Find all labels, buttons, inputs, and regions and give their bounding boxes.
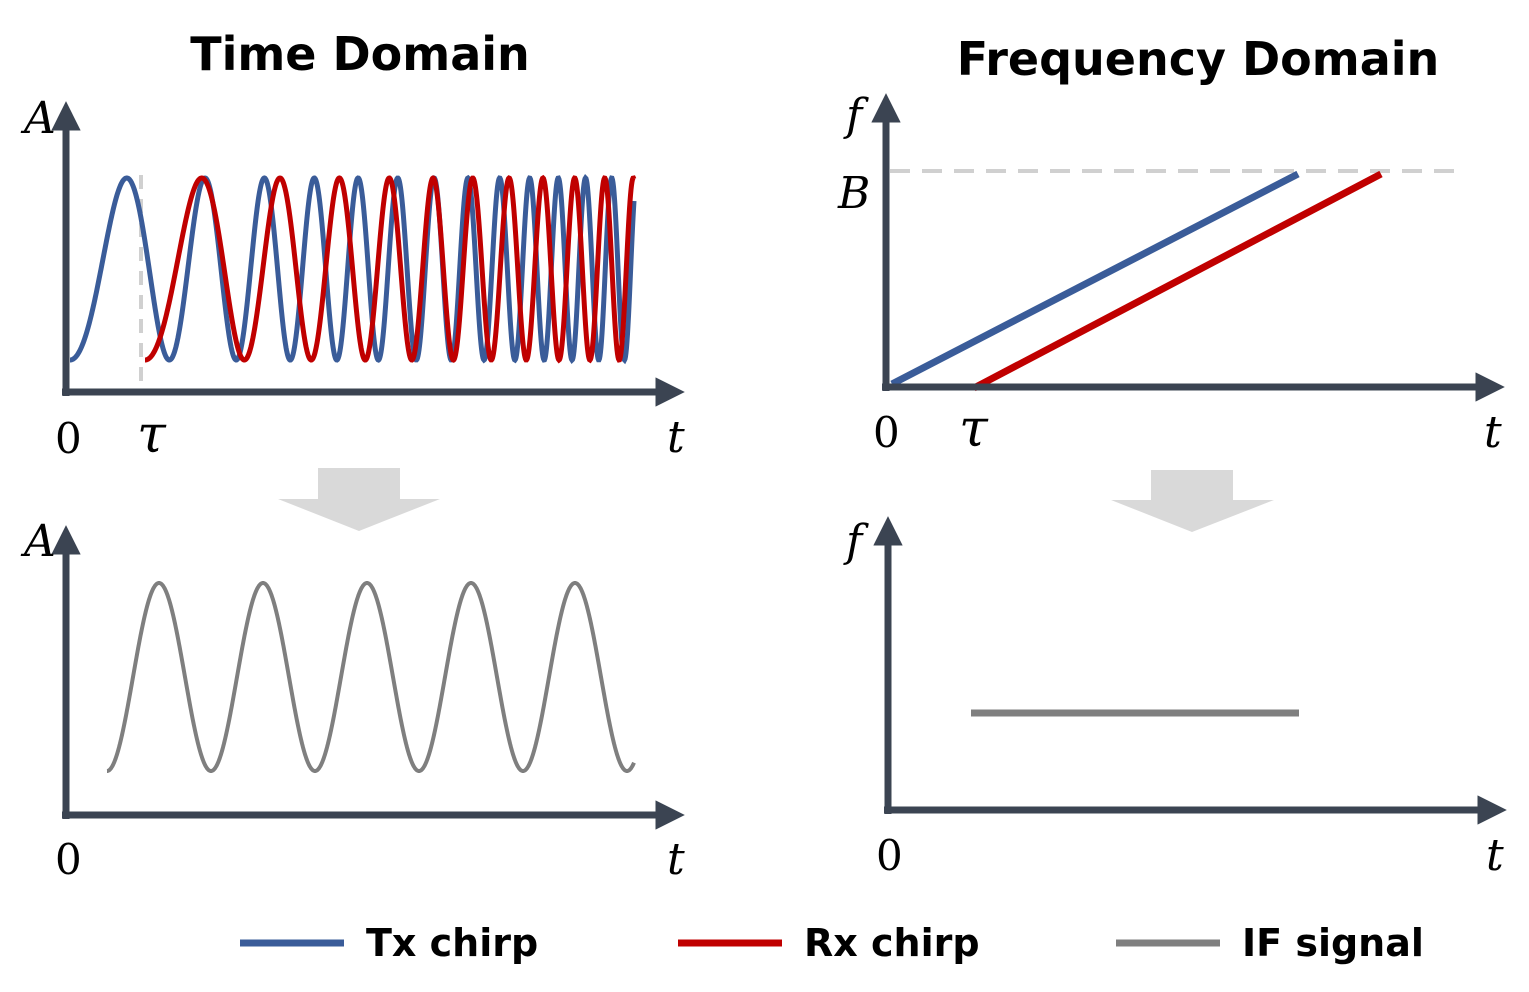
origin-label: 0 (876, 831, 903, 880)
panel-time-tx-rx: A 0 τ t (20, 93, 685, 465)
rx-chirp-wave (145, 174, 637, 364)
tx-chirp-wave (70, 174, 637, 365)
time-axis-label: t (667, 412, 685, 463)
rx-chirp-line (972, 170, 1383, 392)
if-signal-wave (106, 581, 636, 773)
time-axis-label: t (667, 834, 685, 885)
legend-label-if: IF signal (1242, 921, 1424, 965)
origin-label: 0 (55, 835, 82, 884)
time-axis-label: t (1486, 830, 1504, 881)
frequency-axis-label: f (843, 90, 869, 141)
tau-label: τ (137, 405, 167, 465)
legend: Tx chirp Rx chirp IF signal (240, 921, 1424, 965)
time-axis-label: t (1484, 407, 1502, 458)
panel-time-if: A 0 t (20, 516, 685, 885)
panel-freq-if: f 0 t (843, 516, 1507, 881)
origin-label: 0 (873, 408, 900, 457)
legend-label-rx: Rx chirp (804, 921, 980, 965)
legend-label-tx: Tx chirp (366, 921, 538, 965)
time-domain-title: Time Domain (190, 27, 530, 81)
down-arrow-icon (1111, 470, 1274, 532)
origin-label: 0 (55, 414, 82, 463)
amplitude-axis-label: A (20, 93, 56, 144)
amplitude-axis-label: A (20, 516, 56, 567)
panel-freq-tx-rx: f B 0 τ t (837, 90, 1505, 459)
frequency-domain-title: Frequency Domain (957, 32, 1440, 86)
down-arrow-icon (278, 468, 440, 531)
tx-chirp-line (890, 170, 1300, 388)
tau-label: τ (959, 399, 989, 459)
bandwidth-label: B (837, 168, 870, 219)
frequency-axis-label: f (843, 516, 869, 567)
